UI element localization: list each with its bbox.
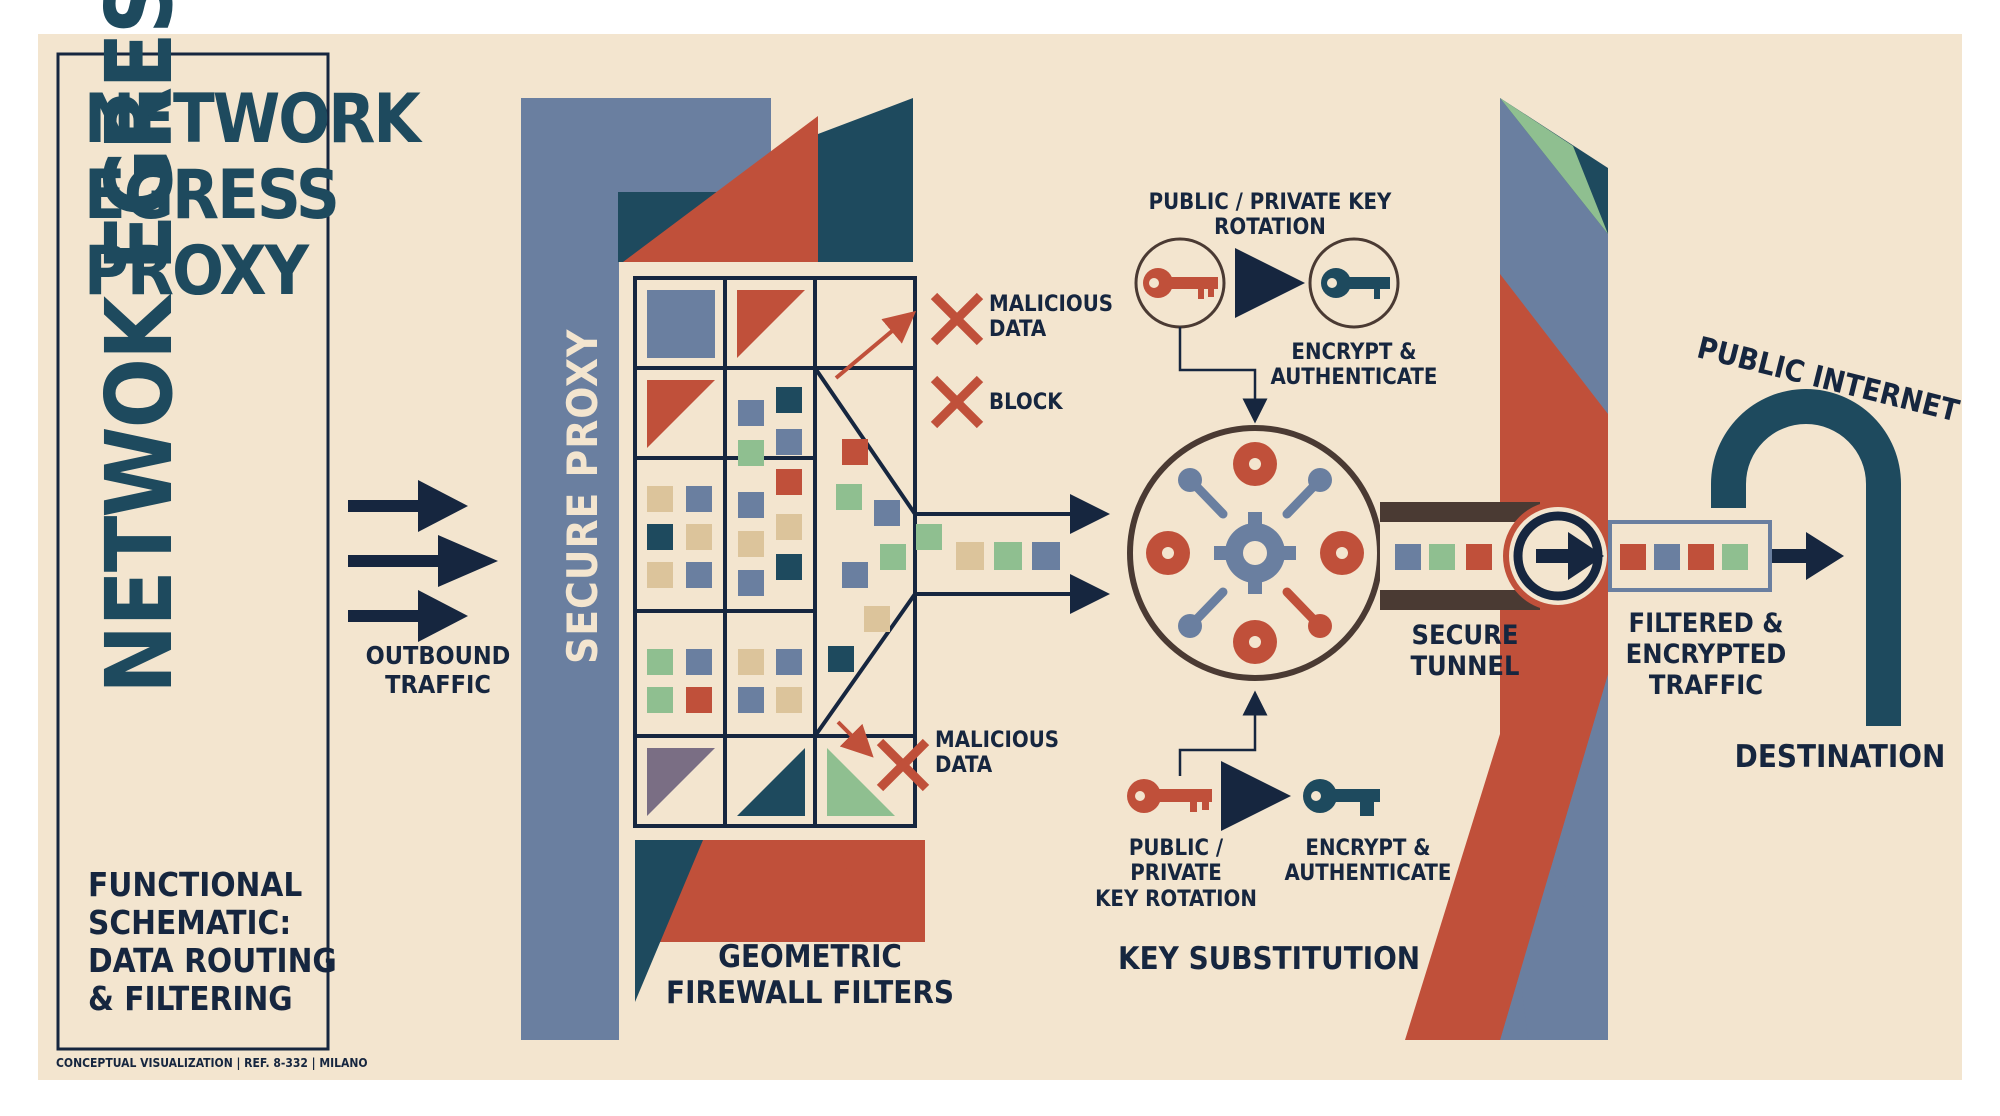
red-key-icon xyxy=(1143,268,1218,299)
firewall-filters-label: GEOMETRIC FIREWALL FILTERS xyxy=(666,939,954,1011)
red-key-icon xyxy=(1127,779,1212,813)
cross-icon xyxy=(876,738,930,792)
public-internet-arch xyxy=(1711,389,1901,726)
tunnel-arrow-icon xyxy=(1503,501,1613,611)
cross-icon xyxy=(930,375,984,429)
key-substitution-label: KEY SUBSTITUTION xyxy=(1118,941,1421,977)
malicious-data-bottom-label: MALICIOUS DATA xyxy=(935,728,1060,779)
block-label: BLOCK xyxy=(989,390,1063,415)
key-rotation-bottom-label: PUBLIC / PRIVATE KEY ROTATION xyxy=(1095,836,1257,912)
key-substitution-wheel xyxy=(1127,425,1383,681)
diagram-canvas: NETWORK EGRESS PROXY NETWOK EGRESY FUNCT… xyxy=(38,0,1962,1080)
footer-note: CONCEPTUAL VISUALIZATION | REF. 8-332 | … xyxy=(56,1056,368,1070)
outbound-arrows xyxy=(348,480,498,642)
key-rotation-top xyxy=(1134,237,1400,424)
outbound-traffic-label: OUTBOUND TRAFFIC xyxy=(365,641,511,699)
right-arrow-icon xyxy=(348,480,468,532)
blue-key-icon xyxy=(1303,779,1380,816)
secure-tunnel xyxy=(1380,502,1460,610)
vertical-title: NETWOK EGRESY xyxy=(86,0,193,694)
key-rotation-bottom xyxy=(1127,690,1380,831)
filtered-traffic-label: FILTERED & ENCRYPTED TRAFFIC xyxy=(1625,608,1787,702)
right-arrow-icon xyxy=(348,590,468,642)
main-title: NETWORK EGRESS PROXY xyxy=(84,80,421,311)
subtitle: FUNCTIONAL SCHEMATIC: DATA ROUTING & FIL… xyxy=(88,865,337,1018)
secure-tunnel-label: SECURE TUNNEL xyxy=(1410,620,1520,683)
encrypt-top-label: ENCRYPT & AUTHENTICATE xyxy=(1270,340,1438,391)
secure-proxy-label: SECURE PROXY xyxy=(558,328,607,664)
title-frame xyxy=(56,52,330,1051)
right-arrow-icon xyxy=(348,535,498,587)
encrypt-bottom-label: ENCRYPT & AUTHENTICATE xyxy=(1284,836,1452,887)
gear-icon xyxy=(1214,512,1296,594)
proxy-base xyxy=(635,840,925,1002)
blue-key-icon xyxy=(1321,268,1390,299)
secure-proxy-block xyxy=(521,98,913,1040)
destination-label: DESTINATION xyxy=(1734,739,1946,775)
key-rotation-top-label: PUBLIC / PRIVATE KEY ROTATION xyxy=(1148,190,1392,241)
firewall-grid xyxy=(633,276,1110,828)
data-packets xyxy=(647,387,1060,713)
egress-pipe xyxy=(1608,520,1844,592)
cross-icon xyxy=(930,292,984,346)
schematic-graphics xyxy=(56,52,1901,1051)
malicious-data-top-label: MALICIOUS DATA xyxy=(989,292,1114,343)
